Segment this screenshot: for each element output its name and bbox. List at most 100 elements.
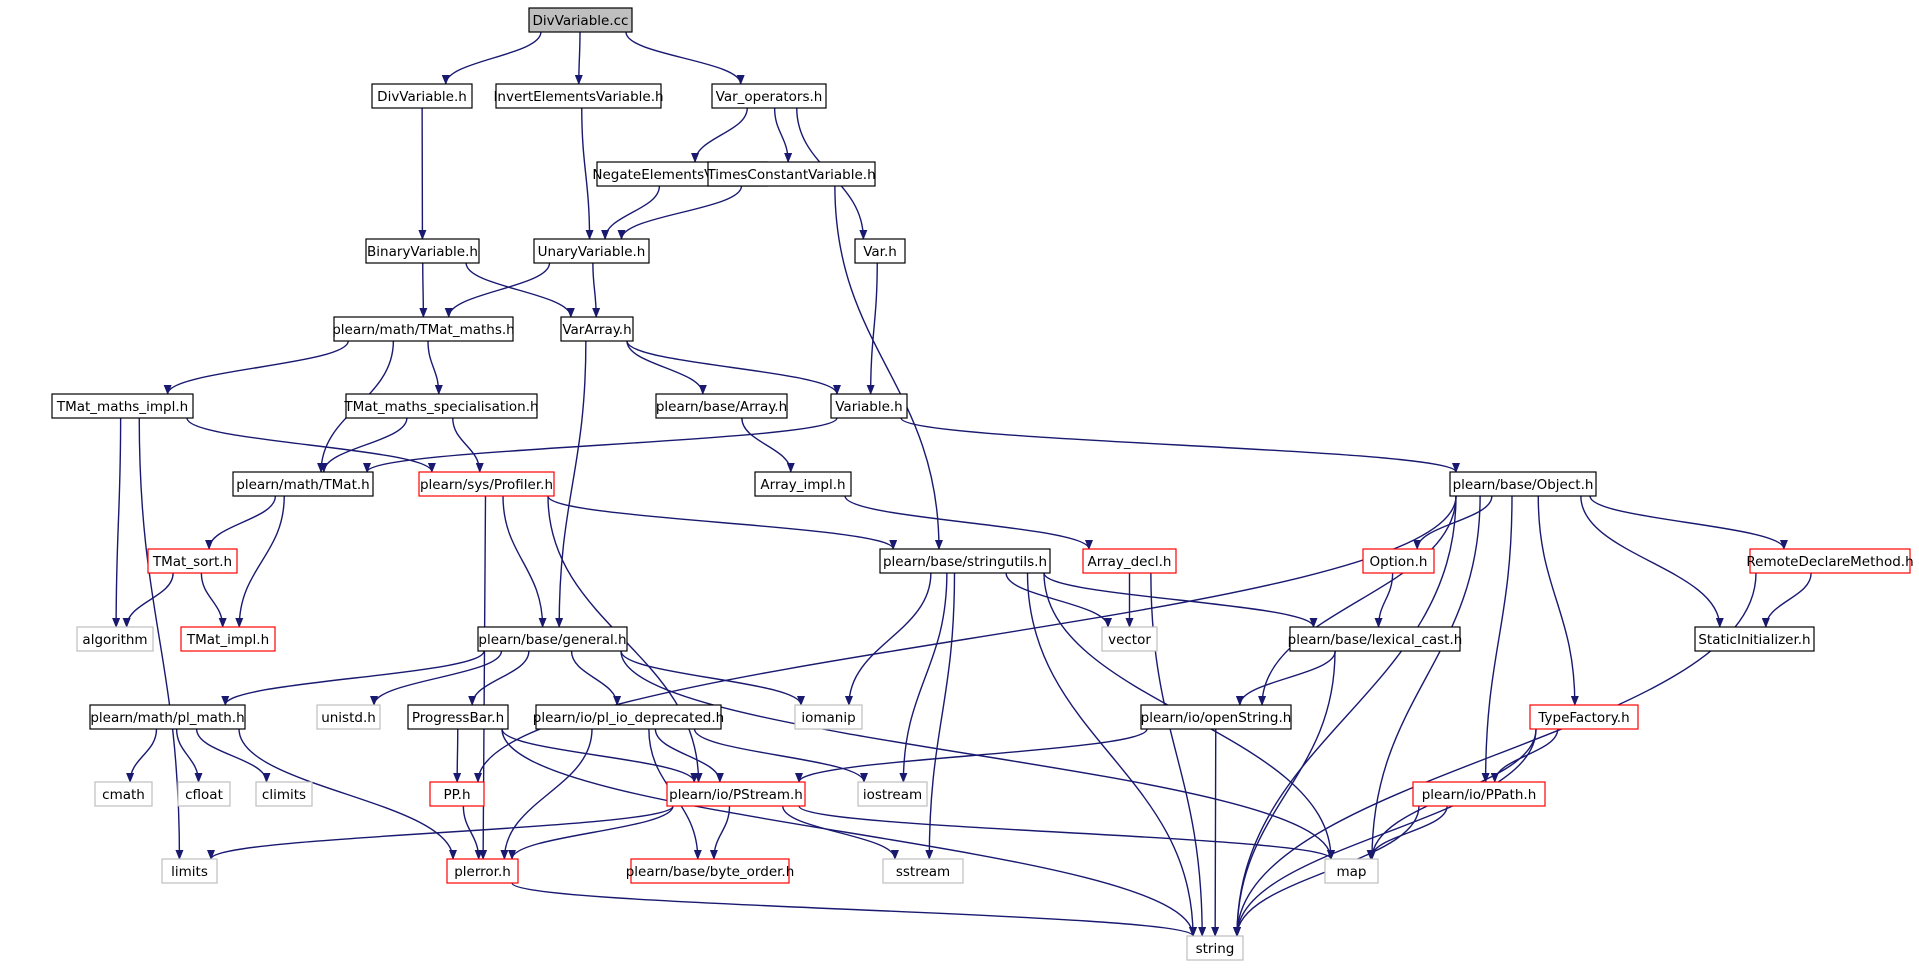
node-box [365, 238, 480, 264]
node-label: TMat_maths_specialisation.h [343, 399, 538, 415]
node-box [1529, 704, 1639, 730]
edge-pl_io_depr-to-plerror [500, 728, 593, 860]
node-box [89, 704, 246, 730]
node-lexical-cast[interactable]: plearn/base/lexical_cast.h [1288, 626, 1463, 652]
node-progressbar[interactable]: ProgressBar.h [407, 704, 509, 730]
node-divvariable-cc[interactable]: DivVariable.cc [528, 7, 633, 33]
node-stringutils[interactable]: plearn/base/stringutils.h [879, 548, 1051, 574]
node-box [446, 858, 519, 884]
node-tmat-maths-impl[interactable]: TMat_maths_impl.h [51, 393, 194, 419]
edge-array_decl-to-string [1150, 572, 1207, 937]
node-byte-order[interactable]: plearn/base/byte_order.h [626, 858, 795, 884]
node-pl-io-depr[interactable]: plearn/io/pl_io_deprecated.h [533, 704, 724, 730]
node-array-decl[interactable]: Array_decl.h [1082, 548, 1177, 574]
node-label: plerror.h [454, 864, 511, 880]
node-remotedeclare[interactable]: RemoteDeclareMethod.h [1746, 548, 1914, 574]
edge-openstring-to-pstream [795, 728, 1148, 783]
node-base-array[interactable]: plearn/base/Array.h [655, 393, 788, 419]
node-pl-math[interactable]: plearn/math/pl_math.h [89, 704, 246, 730]
node-cmath: cmath [94, 781, 153, 807]
edge-stringutils-to-vector [1005, 572, 1112, 628]
node-box [794, 704, 863, 730]
node-pstream[interactable]: plearn/io/PStream.h [666, 781, 806, 807]
edge-unaryvariable-to-vararray [592, 262, 601, 318]
edge-tmat_maths_spec-to-profiler [452, 417, 484, 473]
node-limits: limits [161, 858, 218, 884]
node-option-h[interactable]: Option.h [1362, 548, 1435, 574]
edge-tmat_h-to-tmat_impl [235, 495, 285, 628]
node-label: TimesConstantVariable.h [706, 167, 875, 183]
node-label: DivVariable.h [377, 89, 467, 105]
node-binaryvariable[interactable]: BinaryVariable.h [365, 238, 480, 264]
edge-vararray-to-variable_h [626, 340, 841, 395]
edge-vararray-to-base_array [626, 340, 707, 395]
node-tmat-sort[interactable]: TMat_sort.h [147, 548, 238, 574]
node-label: cmath [102, 787, 145, 803]
node-tmat-impl[interactable]: TMat_impl.h [180, 626, 276, 652]
node-label: plearn/base/lexical_cast.h [1288, 632, 1463, 648]
node-openstring[interactable]: plearn/io/openString.h [1140, 704, 1292, 730]
node-label: RemoteDeclareMethod.h [1746, 554, 1913, 570]
edge-base_array-to-array_impl [741, 417, 795, 473]
edge-stringutils-to-string [1026, 572, 1197, 937]
edge-general_h-to-iomanip [620, 650, 805, 706]
edge-invertelements-to-unaryvariable [581, 107, 594, 240]
node-divvariable-h[interactable]: DivVariable.h [371, 83, 473, 109]
node-general-h[interactable]: plearn/base/general.h [477, 626, 628, 652]
node-box [666, 781, 806, 807]
edge-object_h-to-openstring [1258, 495, 1457, 706]
edge-tmat_h-to-tmat_sort [205, 495, 277, 550]
node-box [345, 393, 538, 419]
node-label: iostream [863, 787, 922, 803]
node-tmat-maths[interactable]: plearn/math/TMat_maths.h [332, 316, 515, 342]
node-timesconstant[interactable]: TimesConstantVariable.h [706, 161, 876, 187]
edge-object_h-to-map [1368, 495, 1481, 860]
node-tmat-maths-spec[interactable]: TMat_maths_specialisation.h [343, 393, 539, 419]
edge-option_h-to-lexical_cast [1374, 572, 1394, 628]
edge-timesconstant-to-unaryvariable [617, 185, 743, 240]
node-pp-h[interactable]: PP.h [429, 781, 485, 807]
node-box [854, 238, 906, 264]
node-label: plearn/base/Array.h [656, 399, 787, 415]
node-vararray[interactable]: VarArray.h [560, 316, 634, 342]
node-label: VarArray.h [562, 322, 631, 338]
node-profiler[interactable]: plearn/sys/Profiler.h [418, 471, 555, 497]
edge-divvariable_cc-to-invertelements [574, 31, 583, 85]
node-label: plearn/math/TMat.h [236, 477, 369, 493]
node-box [535, 704, 722, 730]
node-var-h[interactable]: Var.h [854, 238, 906, 264]
node-invertelements[interactable]: InvertElementsVariable.h [493, 83, 664, 109]
node-tmat-h[interactable]: plearn/math/TMat.h [232, 471, 374, 497]
node-box [711, 83, 827, 109]
node-plerror[interactable]: plerror.h [446, 858, 519, 884]
edge-unaryvariable-to-tmat_maths [444, 262, 551, 318]
edge-object_h-to-pp_h [474, 495, 1457, 783]
node-string: string [1186, 935, 1244, 961]
edge-progressbar-to-string [501, 728, 1197, 937]
node-label: plearn/sys/Profiler.h [420, 477, 553, 493]
node-box [707, 161, 876, 187]
node-box [161, 858, 218, 884]
node-unaryvariable[interactable]: UnaryVariable.h [533, 238, 650, 264]
node-var-operators[interactable]: Var_operators.h [711, 83, 827, 109]
edge-general_h-to-progressbar [468, 650, 530, 706]
node-variable-h[interactable]: Variable.h [830, 393, 908, 419]
edge-stringutils-to-iomanip [844, 572, 932, 706]
node-label: Array_impl.h [760, 477, 845, 493]
node-ppath[interactable]: plearn/io/PPath.h [1412, 781, 1546, 807]
node-array-impl[interactable]: Array_impl.h [754, 471, 852, 497]
node-staticinit[interactable]: StaticInitializer.h [1694, 626, 1815, 652]
node-label: plearn/base/byte_order.h [626, 864, 795, 880]
node-typefactory[interactable]: TypeFactory.h [1529, 704, 1639, 730]
edge-pstream-to-byte_order [709, 805, 731, 860]
edge-general_h-to-pl_math [221, 650, 485, 706]
node-label: TMat_impl.h [186, 632, 269, 648]
edge-array_impl-to-array_decl [844, 495, 1093, 550]
node-label: Var_operators.h [716, 89, 823, 105]
node-object-h[interactable]: plearn/base/Object.h [1449, 471, 1597, 497]
edge-tmat_sort-to-tmat_impl [200, 572, 227, 628]
node-box [560, 316, 634, 342]
node-label: InvertElementsVariable.h [493, 89, 663, 105]
node-label: plearn/io/pl_io_deprecated.h [533, 710, 724, 726]
node-box [333, 316, 514, 342]
